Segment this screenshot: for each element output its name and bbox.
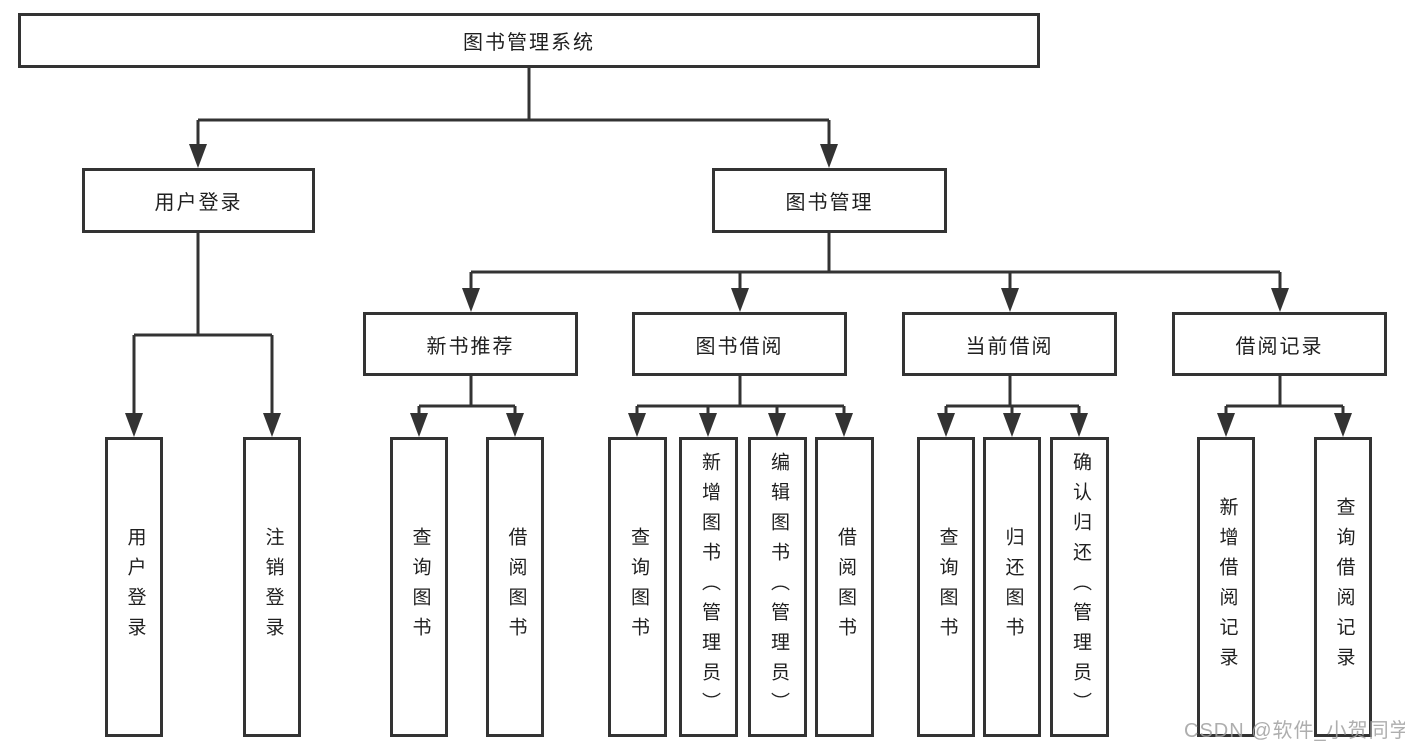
node-book-management-label: 图书管理 bbox=[785, 192, 874, 214]
csdn-watermark: CSDN @软件_小贺同学 bbox=[1184, 720, 1405, 742]
leaf-recommend-query-books: 查询图书 bbox=[390, 437, 448, 737]
leaf-borrow-borrow-books: 借阅图书 bbox=[815, 437, 874, 737]
node-book-management: 图书管理 bbox=[712, 168, 947, 233]
leaf-current-confirm-return-admin: 确认归还（管理员） bbox=[1050, 437, 1109, 737]
node-borrowing-records: 借阅记录 bbox=[1172, 312, 1387, 376]
leaf-current-confirm-return-admin-label: 确认归还（管理员） bbox=[1069, 452, 1091, 722]
node-current-borrowing-label: 当前借阅 bbox=[965, 335, 1054, 358]
leaf-borrow-add-books-admin-label: 新增图书（管理员） bbox=[698, 452, 720, 722]
leaf-records-add-borrow-record-label: 新增借阅记录 bbox=[1216, 497, 1238, 677]
node-book-borrowing-label: 图书借阅 bbox=[695, 335, 784, 358]
node-borrowing-records-label: 借阅记录 bbox=[1235, 335, 1324, 358]
leaf-borrow-edit-books-admin-label: 编辑图书（管理员） bbox=[767, 452, 789, 722]
leaf-current-return-books: 归还图书 bbox=[983, 437, 1041, 737]
leaf-records-query-borrow-record: 查询借阅记录 bbox=[1314, 437, 1372, 737]
leaf-current-return-books-label: 归还图书 bbox=[1002, 527, 1024, 647]
node-book-borrowing: 图书借阅 bbox=[632, 312, 847, 376]
leaf-borrow-edit-books-admin: 编辑图书（管理员） bbox=[748, 437, 807, 737]
leaf-records-query-borrow-record-label: 查询借阅记录 bbox=[1333, 497, 1355, 677]
leaf-user-login-label: 用户登录 bbox=[124, 527, 146, 647]
leaf-recommend-borrow-books-label: 借阅图书 bbox=[505, 527, 527, 647]
node-root-label: 图书管理系统 bbox=[463, 32, 595, 54]
node-root: 图书管理系统 bbox=[18, 13, 1040, 68]
leaf-recommend-borrow-books: 借阅图书 bbox=[486, 437, 544, 737]
leaf-borrow-add-books-admin: 新增图书（管理员） bbox=[679, 437, 738, 737]
leaf-borrow-query-books-label: 查询图书 bbox=[627, 527, 649, 647]
leaf-borrow-borrow-books-label: 借阅图书 bbox=[834, 527, 856, 647]
node-new-book-recommend-label: 新书推荐 bbox=[426, 335, 515, 358]
node-new-book-recommend: 新书推荐 bbox=[363, 312, 578, 376]
leaf-current-query-books: 查询图书 bbox=[917, 437, 975, 737]
leaf-logout-login-label: 注销登录 bbox=[262, 527, 284, 647]
leaf-recommend-query-books-label: 查询图书 bbox=[409, 527, 431, 647]
leaf-logout-login: 注销登录 bbox=[243, 437, 301, 737]
leaf-records-add-borrow-record: 新增借阅记录 bbox=[1197, 437, 1255, 737]
leaf-user-login: 用户登录 bbox=[105, 437, 163, 737]
leaf-current-query-books-label: 查询图书 bbox=[936, 527, 958, 647]
leaf-borrow-query-books: 查询图书 bbox=[608, 437, 667, 737]
node-user-login: 用户登录 bbox=[82, 168, 315, 233]
node-current-borrowing: 当前借阅 bbox=[902, 312, 1117, 376]
node-user-login-label: 用户登录 bbox=[154, 192, 243, 214]
